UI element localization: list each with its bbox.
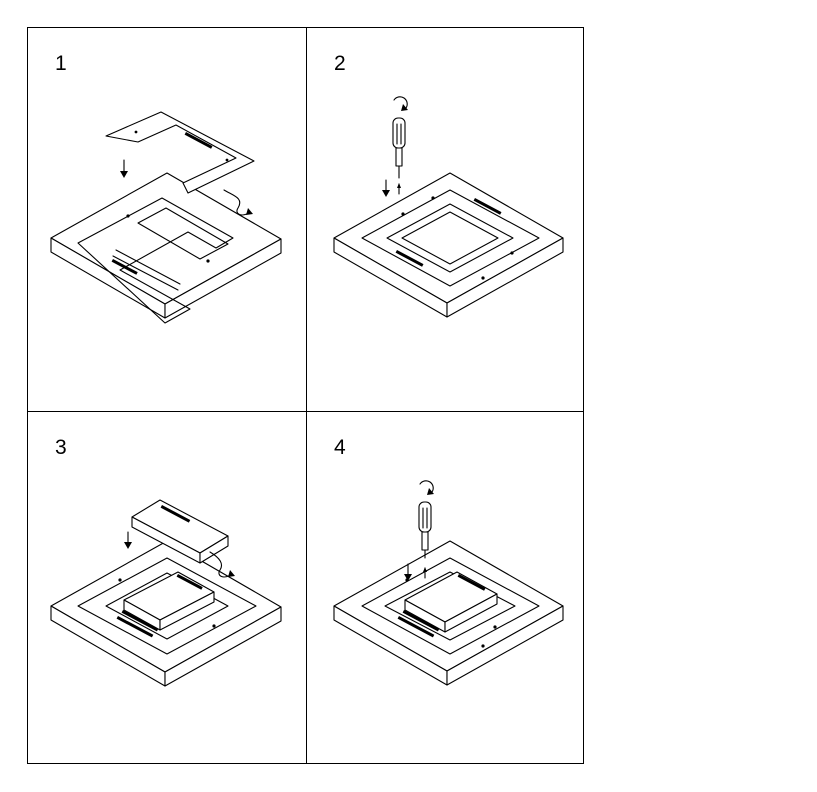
step-3-panel: 3 (28, 412, 307, 763)
down-arrow-icon (404, 563, 412, 581)
screw-icon (423, 567, 427, 579)
rotate-arrow-icon (223, 189, 253, 216)
ceiling-panel (333, 172, 564, 318)
screwdriver-icon (392, 117, 406, 179)
junction-box-installed (116, 571, 215, 638)
junction-box-covered (397, 571, 498, 638)
step-4-illustration (333, 480, 564, 686)
gasket-frame-installed (361, 189, 540, 287)
screw-icon (397, 183, 401, 195)
junction-box-cover (131, 499, 229, 564)
gasket-frame-installed (77, 197, 234, 324)
step-number-3: 3 (55, 436, 67, 459)
instruction-grid: 1 (27, 27, 584, 764)
down-arrow-icon (382, 179, 390, 197)
rotate-arrow-icon (209, 551, 235, 578)
rotate-clockwise-icon (419, 480, 434, 495)
screwdriver-icon (418, 501, 432, 559)
step-4-panel: 4 (307, 412, 583, 763)
down-arrow-icon (124, 531, 132, 549)
gasket-frame-installed (361, 557, 540, 655)
step-2-illustration (333, 96, 564, 318)
step-2-panel: 2 (307, 28, 583, 412)
gasket-frame-piece (105, 111, 255, 194)
down-arrow-icon (120, 159, 128, 178)
step-1-illustration (50, 111, 282, 324)
gasket-frame-installed (77, 557, 257, 655)
step-3-illustration (50, 499, 282, 687)
step-number-2: 2 (334, 52, 346, 75)
rotate-clockwise-icon (393, 96, 408, 111)
step-1-panel: 1 (28, 28, 307, 412)
step-number-4: 4 (334, 436, 346, 459)
step-number-1: 1 (55, 52, 67, 75)
